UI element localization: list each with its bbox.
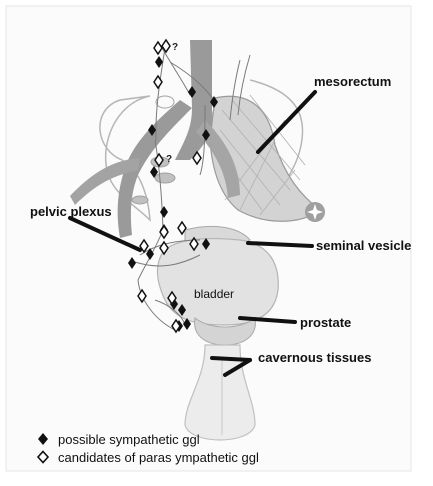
- legend: possible sympathetic ggl candidates of p…: [36, 430, 259, 466]
- legend-sympathetic-label: possible sympathetic ggl: [58, 432, 200, 447]
- cavernous-leader-1: [212, 358, 250, 360]
- pelvic-plexus-label: pelvic plexus: [30, 204, 112, 219]
- open-diamond-icon: [36, 450, 50, 464]
- legend-parasympathetic-label: candidates of paras ympathetic ggl: [58, 450, 259, 465]
- filled-diamond-icon: [36, 432, 50, 446]
- legend-row-parasympathetic: candidates of paras ympathetic ggl: [36, 448, 259, 466]
- mesorectum-label: mesorectum: [314, 74, 391, 89]
- prostate-label: prostate: [300, 315, 351, 330]
- question-mark-label: ?: [172, 42, 178, 53]
- question-mark-label: ?: [166, 154, 172, 165]
- legend-row-sympathetic: possible sympathetic ggl: [36, 430, 259, 448]
- bladder-label: bladder: [194, 287, 234, 301]
- seminal-vesicle-label: seminal vesicle: [316, 238, 411, 253]
- cavernous-tissues-label: cavernous tissues: [258, 350, 371, 365]
